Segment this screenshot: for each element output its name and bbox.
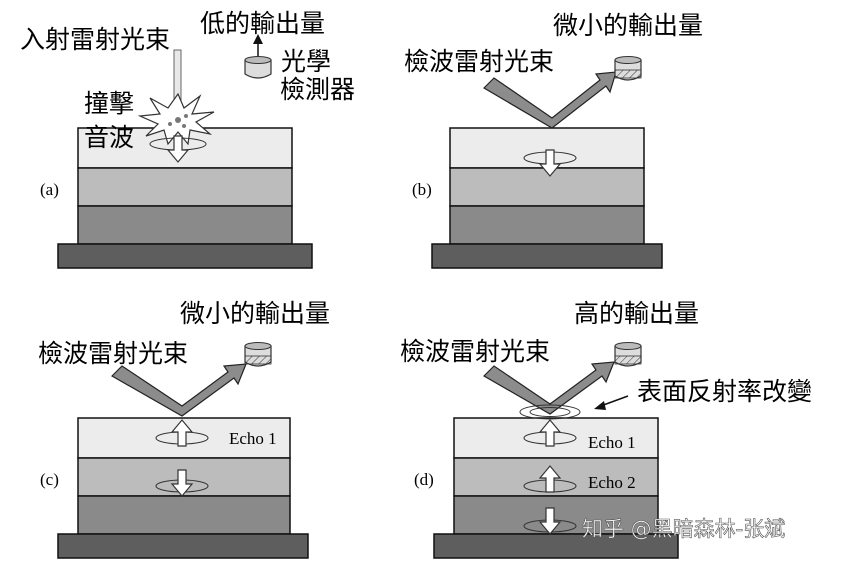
sound-wave-down-d: [523, 507, 577, 535]
optical-detector-icon: [614, 342, 642, 367]
probe-beam-arrow: [483, 361, 615, 415]
panel-label-a: (a): [40, 180, 59, 199]
detector-label-line1: 光學: [281, 47, 331, 76]
sound-wave-b: [523, 149, 577, 177]
probe-beam-label: 檢波雷射光束: [404, 47, 554, 76]
layer-middle: [453, 457, 659, 497]
small-output-label: 微小的輸出量: [553, 11, 703, 40]
echo-wave-up-d2: [523, 465, 577, 493]
echo2-label: Echo 2: [588, 473, 636, 492]
sound-wave-label: 音波: [84, 123, 134, 152]
down-arrow-icon: [538, 507, 562, 535]
watermark-text: 知乎 @黑暗森林-张斌: [582, 517, 785, 541]
probe-beam-arrow: [483, 71, 617, 129]
incident-beam-label: 入射雷射光束: [20, 25, 170, 54]
detector-label-line2: 檢測器: [280, 75, 355, 104]
panel-a: 入射雷射光束 低的輸出量 光學 檢測器 撞擊 音波 (a): [20, 9, 355, 269]
probe-beam-label: 檢波雷射光束: [400, 337, 550, 366]
down-arrow-icon: [166, 135, 190, 163]
low-output-label: 低的輸出量: [200, 9, 325, 38]
substrate-base: [57, 243, 313, 269]
impact-label: 撞擊: [84, 89, 134, 118]
impact-burst-shading: [168, 114, 188, 128]
panel-d: 檢波雷射光束 高的輸出量 表面反射率改變 Echo 1 Echo 2 (d): [400, 299, 812, 559]
layer-bottom: [77, 495, 291, 535]
layer-bottom: [77, 205, 293, 245]
panel-label-d: (d): [414, 470, 434, 489]
echo-wave-up-d1: [523, 419, 577, 447]
up-arrow-icon: [170, 419, 194, 447]
optical-detector-icon: [244, 34, 272, 79]
sound-wave-down-c: [155, 469, 209, 497]
probe-beam-label: 檢波雷射光束: [38, 339, 188, 368]
sample-stack-a: [57, 127, 313, 269]
substrate-base: [433, 533, 679, 559]
sample-stack-d: [433, 417, 679, 559]
high-output-label: 高的輸出量: [574, 299, 699, 328]
sample-stack-b: [431, 127, 663, 269]
up-arrow-icon: [538, 465, 562, 493]
layer-middle: [77, 167, 293, 207]
layer-top: [453, 417, 659, 459]
panel-label-c: (c): [40, 470, 59, 489]
pointer-arrow: [594, 395, 629, 410]
small-output-label: 微小的輸出量: [180, 299, 330, 328]
substrate-base: [431, 243, 663, 269]
panel-c: 檢波雷射光束 微小的輸出量 Echo 1 (c): [38, 299, 330, 559]
probe-beam-arrow: [111, 363, 247, 417]
reflectance-change-label: 表面反射率改變: [637, 377, 812, 406]
up-arrow-icon: [538, 419, 562, 447]
optical-detector-icon: [244, 342, 272, 367]
sound-wave-a: [149, 135, 207, 163]
echo1-label: Echo 1: [588, 433, 636, 452]
echo1-label: Echo 1: [229, 429, 277, 448]
surface-reflectance-ripple: [519, 404, 581, 420]
down-arrow-icon: [170, 469, 194, 497]
layer-bottom: [449, 205, 645, 245]
down-arrow-icon: [538, 149, 562, 177]
echo-wave-up-c: [155, 419, 209, 447]
panel-b: 檢波雷射光束 微小的輸出量 (b): [404, 11, 703, 269]
layer-middle: [449, 167, 645, 207]
optical-detector-icon: [614, 56, 642, 81]
substrate-base: [57, 533, 309, 559]
panel-label-b: (b): [412, 180, 432, 199]
